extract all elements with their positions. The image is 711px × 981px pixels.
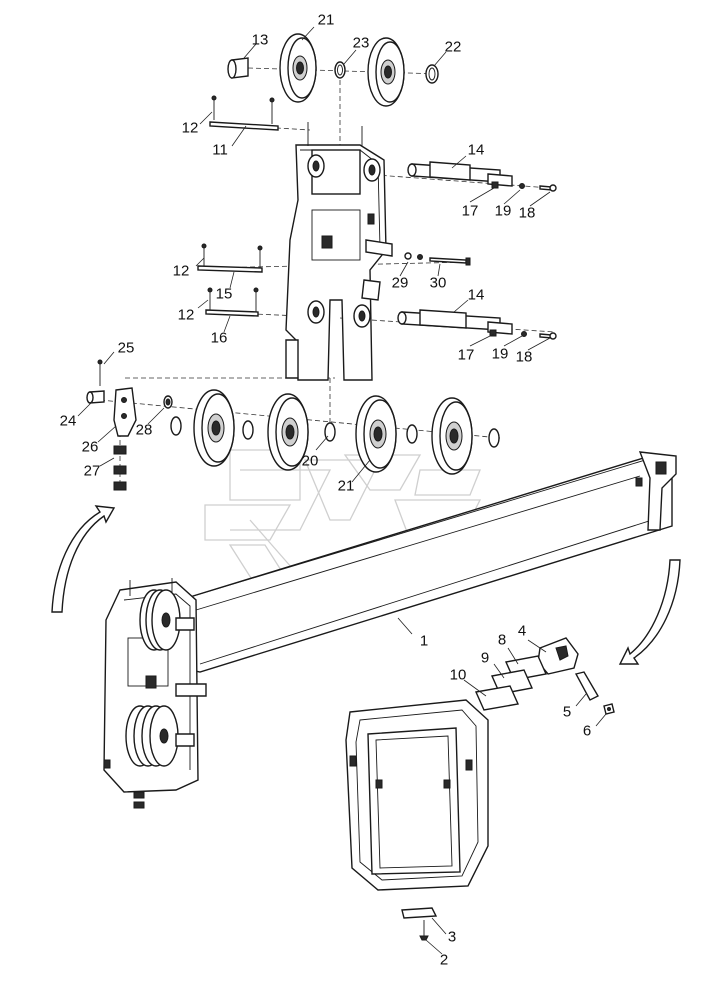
pad-3 <box>401 907 438 919</box>
ring-22 <box>425 64 439 84</box>
sheave-21-upper-second <box>367 37 405 107</box>
callout-20: 20 <box>301 452 319 470</box>
callout-22: 22 <box>444 38 462 56</box>
callout-14-upper: 14 <box>467 141 485 159</box>
arrow-left-up <box>51 505 116 613</box>
cotter-pin-12-a <box>211 95 217 120</box>
springs-27 <box>113 445 127 491</box>
callout-5: 5 <box>562 703 572 721</box>
callout-27: 27 <box>83 462 101 480</box>
callout-11: 11 <box>212 141 228 159</box>
washer-19-upper <box>519 183 525 189</box>
spacer-23 <box>334 61 346 79</box>
shaft-15 <box>197 243 263 273</box>
bushing-13 <box>227 57 249 79</box>
callout-16: 16 <box>210 329 228 347</box>
callout-18-upper: 18 <box>518 204 536 222</box>
cylinder-14-lower <box>397 309 513 337</box>
callout-21-lower: 21 <box>337 477 355 495</box>
callout-13: 13 <box>251 31 269 49</box>
screw-2 <box>419 920 429 941</box>
callout-3: 3 <box>447 928 457 946</box>
callout-2: 2 <box>439 951 449 969</box>
washer-28 <box>163 395 173 409</box>
callout-14-lower: 14 <box>467 286 485 304</box>
bushing-24 <box>86 390 105 404</box>
callout-25: 25 <box>117 339 135 357</box>
screw-18-lower <box>539 332 557 340</box>
callout-12-a: 12 <box>181 119 199 137</box>
link-26 <box>113 387 137 437</box>
callout-12-b: 12 <box>172 262 190 280</box>
bolt-30 <box>429 257 471 266</box>
callout-6: 6 <box>582 722 592 740</box>
boom-head-assembly <box>103 578 207 809</box>
cotter-pin-12-b <box>269 97 275 124</box>
pin-25 <box>97 359 103 386</box>
callout-9: 9 <box>480 649 490 667</box>
shaft-16 <box>205 287 259 317</box>
shaft-11 <box>209 121 279 131</box>
callout-30: 30 <box>429 274 447 292</box>
callout-24: 24 <box>59 412 77 430</box>
cover-housing <box>345 699 489 891</box>
cylinder-14-upper <box>407 161 513 189</box>
nut-6 <box>603 703 615 715</box>
sheave-row-lower <box>170 389 500 475</box>
washer-19-lower <box>521 331 527 337</box>
nut-29 <box>404 252 423 260</box>
sheave-21-upper <box>279 33 317 103</box>
callout-19-upper: 19 <box>494 202 512 220</box>
callout-23: 23 <box>352 34 370 52</box>
callout-21-upper: 21 <box>317 11 335 29</box>
callout-17-lower: 17 <box>457 346 475 364</box>
callout-8: 8 <box>497 631 507 649</box>
leader-lines <box>77 26 607 955</box>
callout-28: 28 <box>135 421 153 439</box>
pad-10 <box>474 685 520 711</box>
callout-12-c: 12 <box>177 306 195 324</box>
screw-18-upper <box>539 184 557 192</box>
arrow-right-down <box>618 559 681 665</box>
pin-5 <box>574 671 599 701</box>
callout-15: 15 <box>215 285 233 303</box>
callout-1: 1 <box>419 632 429 650</box>
callout-17-upper: 17 <box>461 202 479 220</box>
callout-19-lower: 19 <box>491 345 509 363</box>
callout-18-lower: 18 <box>515 348 533 366</box>
callout-4: 4 <box>517 622 527 640</box>
callout-29: 29 <box>391 274 409 292</box>
pulley-head-bracket <box>285 122 393 381</box>
callout-26: 26 <box>81 438 99 456</box>
callout-10: 10 <box>449 666 467 684</box>
